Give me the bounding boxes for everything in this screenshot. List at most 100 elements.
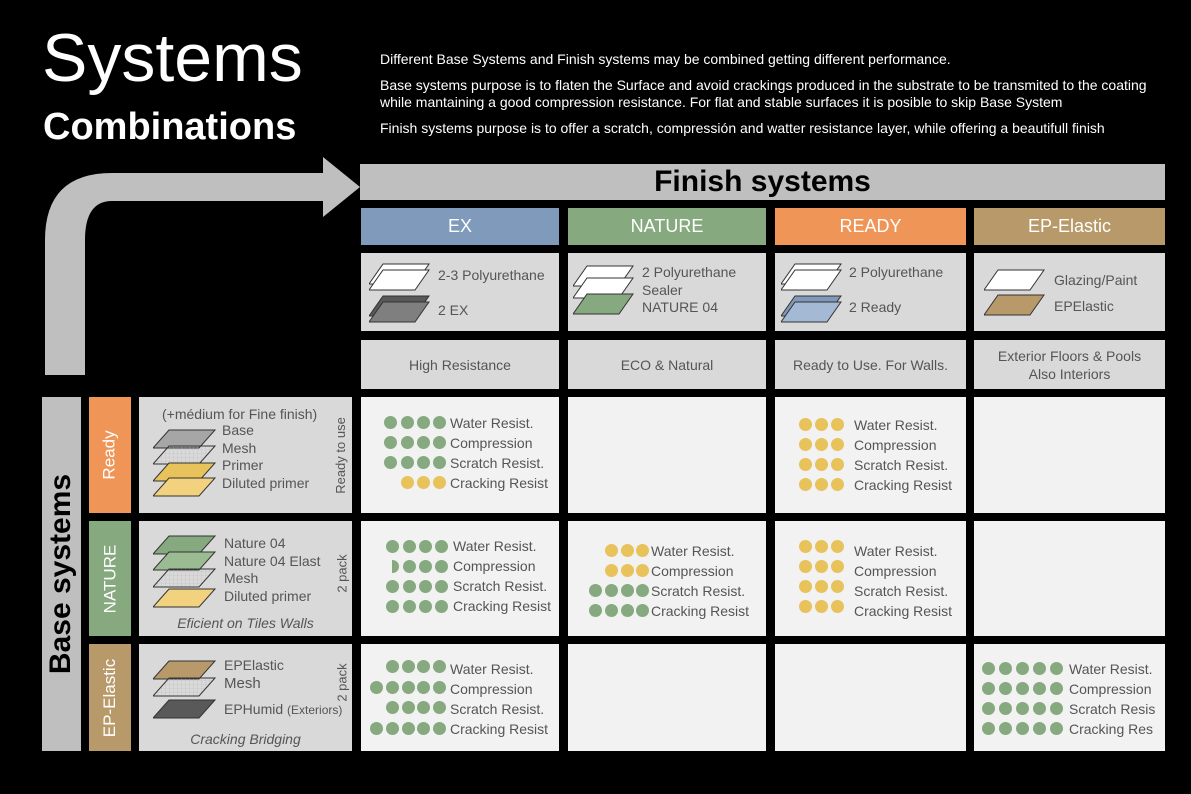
layer-stack-icon (573, 265, 634, 315)
property-label: Compression (453, 558, 536, 574)
layer-label: 2-3 Polyurethane (438, 267, 545, 283)
rating-dot-yellow (831, 580, 844, 593)
curved-arrow-icon (45, 157, 360, 375)
row-label-ep-elastic: EP-Elastic (89, 644, 131, 751)
row-label-nature: NATURE (89, 521, 131, 636)
rating-dot-yellow (815, 438, 828, 451)
rating-dot-green (433, 681, 446, 694)
cell-nature-ex: Water Resist. Compression Scratch Resist… (361, 521, 559, 636)
finish-layers-ep-elastic: Glazing/Paint EPElastic (974, 253, 1165, 331)
property-label: Water Resist. (651, 543, 735, 559)
rating-dot-green (1033, 662, 1046, 675)
rating-dot-green (999, 682, 1012, 695)
layer-label: EPHumid (Exteriors) (224, 701, 343, 717)
layer-label: Sealer (642, 282, 683, 298)
layer-label: 2 Polyurethane (849, 264, 944, 280)
rating-dot-green (999, 722, 1012, 735)
property-label: Compression (651, 563, 734, 579)
property-label: Water Resist. (453, 538, 537, 554)
property-label: Water Resist. (1069, 661, 1153, 677)
cell-ready-ep-elastic (974, 397, 1165, 513)
rating-dot-yellow (831, 600, 844, 613)
rating-dot-green (1016, 722, 1029, 735)
rating-dot-yellow (799, 600, 812, 613)
layer-stack-icon (153, 535, 217, 608)
rating-dot-yellow (815, 600, 828, 613)
property-label: Scratch Resist. (854, 583, 949, 599)
rating-dot-yellow (815, 580, 828, 593)
rating-dot-yellow (831, 458, 844, 471)
rating-dot-green (636, 604, 649, 617)
property-label: Cracking Resist (450, 475, 549, 491)
layer-stack-icon (153, 660, 217, 719)
layer-caption: Eficient on Tiles Walls (177, 615, 314, 631)
base-layers-ready: (+médium for Fine finish) Base Mesh Prim… (139, 397, 352, 513)
rating-dot-yellow (831, 438, 844, 451)
rating-dot-green (589, 584, 602, 597)
base-layers-ep-elastic: EPElastic Mesh EPHumid (Exteriors) 2 pac… (139, 644, 352, 751)
rating-dot-green (1016, 682, 1029, 695)
rating-dot-green (386, 722, 399, 735)
rating-dot-green (999, 702, 1012, 715)
rating-dot-green (392, 560, 399, 573)
finish-desc-ex: High Resistance (361, 340, 559, 389)
rating-dot-yellow (621, 544, 634, 557)
layer-stack-icon (369, 263, 430, 323)
layer-caption: Cracking Bridging (190, 731, 301, 747)
cell-ep-elastic-ex: Water Resist. Compression Scratch Resist… (361, 644, 559, 751)
finish-layers-ready: 2 Polyurethane 2 Ready (775, 253, 966, 331)
rating-dot-green (1033, 702, 1046, 715)
rating-dot-green (370, 681, 383, 694)
rating-dot-green (370, 722, 383, 735)
cell-nature-ep-elastic (974, 521, 1165, 636)
property-label: Cracking Resist (854, 603, 953, 619)
property-label: Compression (1069, 681, 1152, 697)
side-note: 2 pack (334, 662, 350, 702)
rating-dot-green (386, 681, 399, 694)
cell-ready-ex: Water Resist. Compression Scratch Resist… (361, 397, 559, 513)
rating-dot-green (1016, 702, 1029, 715)
cell-ep-elastic-nature (568, 644, 766, 751)
rating-dot-green (1033, 722, 1046, 735)
rating-dot-yellow (636, 544, 649, 557)
rating-dot-yellow (799, 438, 812, 451)
rating-dot-green (401, 416, 414, 429)
rating-dot-green (386, 580, 399, 593)
rating-dot-green (417, 660, 430, 673)
rating-dot-green (401, 456, 414, 469)
rating-dot-green (433, 456, 446, 469)
rating-dot-green (435, 560, 448, 573)
page-subtitle: Combinations (43, 106, 297, 148)
rating-dot-green (435, 580, 448, 593)
intro-paragraph-3: Finish systems purpose is to offer a scr… (380, 120, 1105, 136)
cell-ready-nature (568, 397, 766, 513)
layer-stack-icon (984, 269, 1045, 316)
property-label: Scratch Resist. (453, 578, 548, 594)
rating-dot-green (417, 436, 430, 449)
rating-dot-green (982, 722, 995, 735)
property-label: Cracking Res (1069, 721, 1154, 737)
row-label-ready: Ready (89, 397, 131, 513)
rating-dot-green (403, 540, 416, 553)
layer-stack-icon (153, 429, 217, 497)
layer-label: EPElastic (1054, 298, 1114, 314)
layer-label: 2 Ready (849, 299, 902, 315)
finish-layers-ex: 2-3 Polyurethane 2 EX (361, 253, 559, 331)
property-label: Water Resist. (854, 543, 938, 559)
rating-dot-green (982, 702, 995, 715)
column-header-ready: READY (775, 208, 966, 245)
rating-dot-yellow (799, 458, 812, 471)
rating-dot-green (401, 436, 414, 449)
rating-dot-green (402, 722, 415, 735)
property-label: Cracking Resist (450, 721, 549, 737)
property-label: Scratch Resist. (854, 457, 949, 473)
rating-dot-green (435, 540, 448, 553)
property-label: Cracking Resist (453, 598, 552, 614)
base-layers-nature: Nature 04 Nature 04 Elast Mesh Diluted p… (139, 521, 352, 636)
column-header-ep-elastic: EP-Elastic (974, 208, 1165, 245)
layer-label: Mesh (224, 675, 261, 692)
rating-dot-yellow (831, 418, 844, 431)
rating-dot-green (621, 584, 634, 597)
rating-dot-yellow (831, 560, 844, 573)
rating-dot-yellow (433, 476, 446, 489)
